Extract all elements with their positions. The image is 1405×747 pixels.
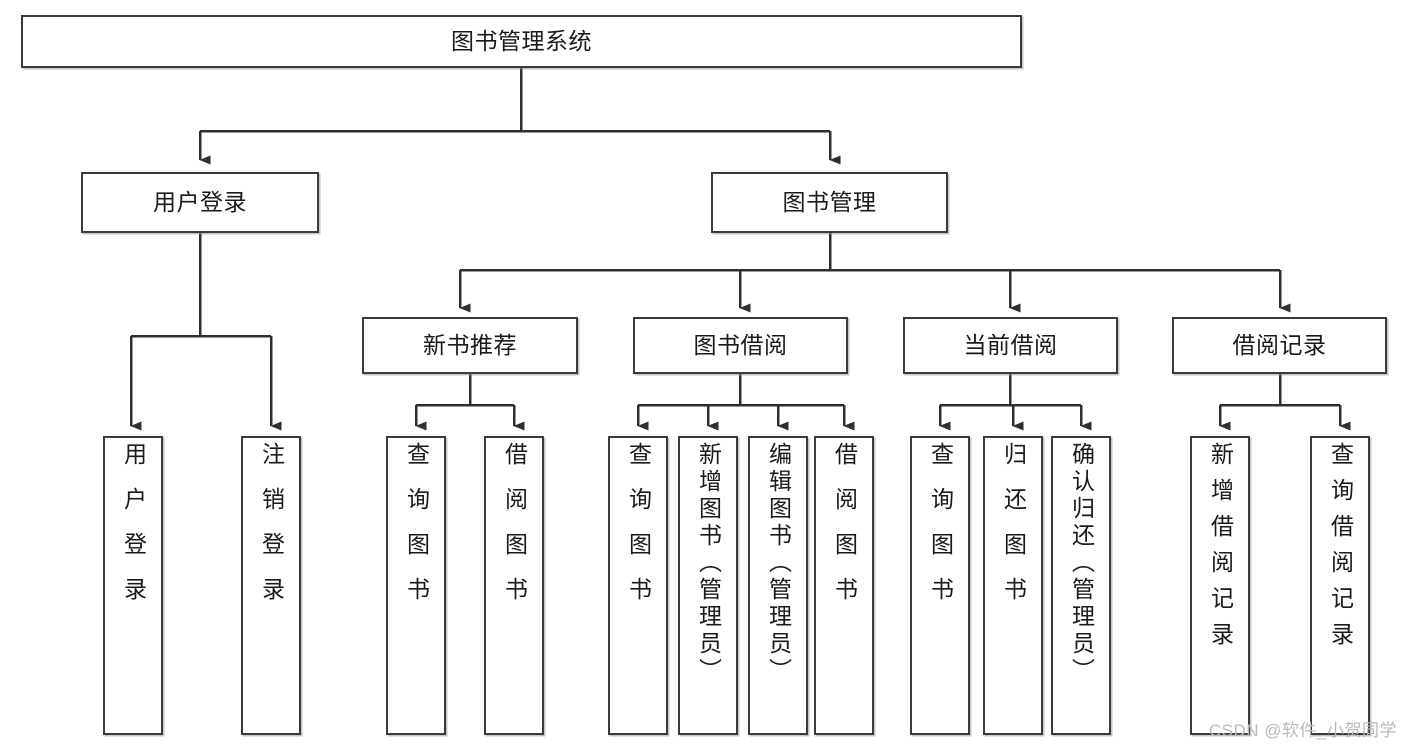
node-label: 当前借阅 [963,331,1058,358]
node-label: 查询图书 [403,442,430,622]
node-label: 用户登录 [120,442,147,622]
node-leaf-user-logout[interactable]: 注销登录 [241,436,301,735]
node-leaf-query-book-current[interactable]: 查询图书 [910,436,970,735]
node-label: 新书推荐 [423,331,517,358]
node-label: 用户登录 [153,188,247,215]
node-level3-book-borrow[interactable]: 图书借阅 [633,317,848,374]
node-label: 图书管理 [782,188,877,215]
node-leaf-query-book-borrow[interactable]: 查询图书 [608,436,668,735]
node-label: 确认归还（管理员） [1068,442,1095,685]
node-label: 注销登录 [258,442,285,622]
node-leaf-return-book[interactable]: 归还图书 [983,436,1043,735]
node-label: 新增借阅记录 [1207,442,1234,658]
node-leaf-query-borrow-record[interactable]: 查询借阅记录 [1310,436,1370,735]
node-level3-borrow-records[interactable]: 借阅记录 [1172,317,1387,374]
node-leaf-add-borrow-record[interactable]: 新增借阅记录 [1190,436,1250,735]
watermark-text: CSDN @软件_小贺同学 [1208,721,1397,740]
node-label: 借阅图书 [831,442,858,622]
node-leaf-borrow-book-recommend[interactable]: 借阅图书 [484,436,544,735]
node-level2-book-management[interactable]: 图书管理 [711,172,948,233]
node-label: 查询图书 [625,442,652,622]
node-label: 借阅记录 [1232,331,1327,358]
node-label: 编辑图书（管理员） [765,442,792,685]
node-leaf-confirm-return-admin[interactable]: 确认归还（管理员） [1051,436,1111,735]
node-leaf-user-login[interactable]: 用户登录 [103,436,163,735]
node-label: 归还图书 [1000,442,1027,622]
node-label: 借阅图书 [501,442,528,622]
node-leaf-edit-book-admin[interactable]: 编辑图书（管理员） [748,436,808,735]
node-label: 查询图书 [927,442,954,622]
node-level3-current-borrow[interactable]: 当前借阅 [903,317,1118,374]
node-label: 新增图书（管理员） [695,442,722,685]
node-label: 查询借阅记录 [1327,442,1354,658]
node-leaf-borrow-book[interactable]: 借阅图书 [814,436,874,735]
node-label: 图书借阅 [693,331,788,358]
node-label: 图书管理系统 [451,27,592,54]
node-root[interactable]: 图书管理系统 [21,15,1022,68]
node-leaf-add-book-admin[interactable]: 新增图书（管理员） [678,436,738,735]
node-leaf-query-book-recommend[interactable]: 查询图书 [386,436,446,735]
node-level2-user-login[interactable]: 用户登录 [81,172,319,233]
node-level3-new-book-recommend[interactable]: 新书推荐 [362,317,578,374]
